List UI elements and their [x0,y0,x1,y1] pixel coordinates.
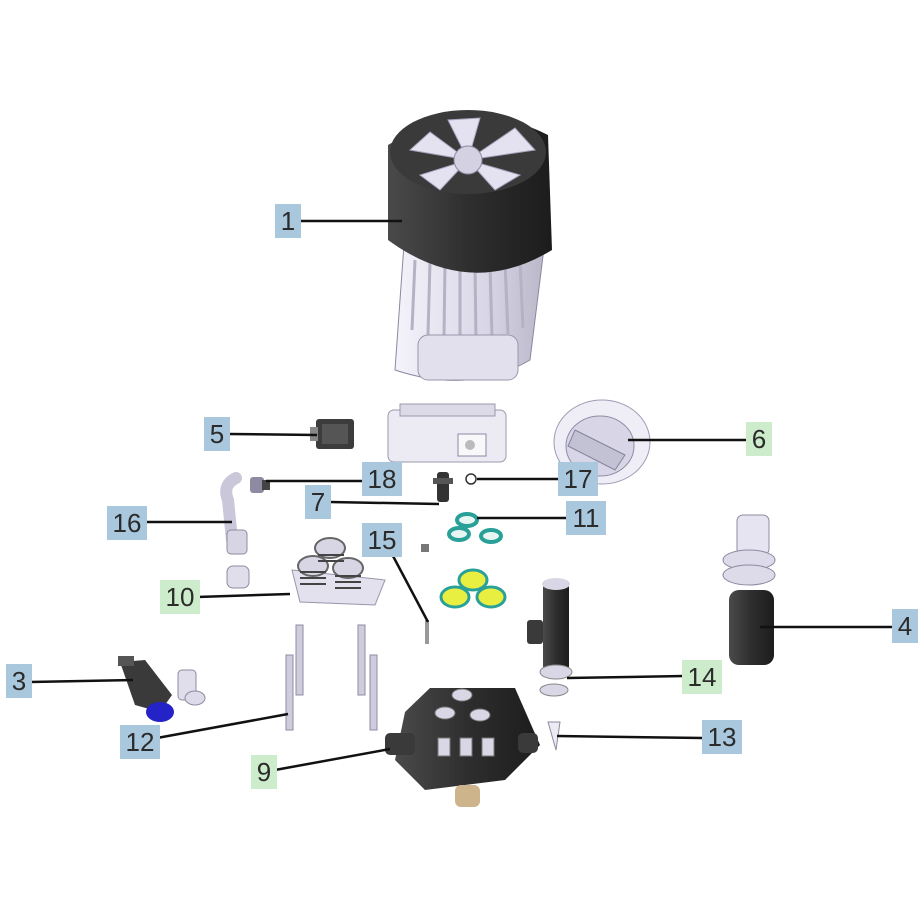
leader-lines [29,219,893,772]
screw-small-part [421,544,429,552]
electrical-box-part [387,403,507,463]
pump-block-part [385,688,540,807]
callout-4[interactable]: 4 [892,609,918,643]
callout-1[interactable]: 1 [275,204,301,238]
callout-12[interactable]: 12 [120,725,160,759]
leader-14 [566,674,685,680]
leader-10 [196,592,291,599]
callout-16[interactable]: 16 [107,506,147,540]
leader-3 [29,678,134,684]
motor-part [388,110,552,381]
callout-14[interactable]: 14 [682,660,722,694]
pump-head-part [291,537,386,606]
leader-7 [329,500,440,506]
screws-part [285,624,378,731]
callout-10[interactable]: 10 [160,580,200,614]
tube-part [527,578,573,697]
leader-12 [156,712,289,740]
leader-13 [556,734,704,740]
o-ring-part [465,473,477,485]
callout-13[interactable]: 13 [702,720,742,754]
pin-part [425,620,429,644]
elbow-hose-part [220,472,270,589]
leader-5 [228,432,318,437]
leader-9 [274,747,391,772]
fitting-part [433,472,453,502]
callout-18[interactable]: 18 [362,462,402,496]
valve-rings-part [439,568,507,609]
seals-part [447,512,503,544]
sleeve-part [722,514,776,665]
callout-17[interactable]: 17 [558,462,598,496]
callout-7[interactable]: 7 [305,485,331,519]
callout-9[interactable]: 9 [251,755,277,789]
leader-15 [391,555,430,623]
callout-11[interactable]: 11 [566,501,606,535]
unloader-valve-part [118,656,206,722]
callout-3[interactable]: 3 [6,664,32,698]
callout-15[interactable]: 15 [362,523,402,557]
callout-5[interactable]: 5 [204,417,230,451]
callout-6[interactable]: 6 [746,422,772,456]
